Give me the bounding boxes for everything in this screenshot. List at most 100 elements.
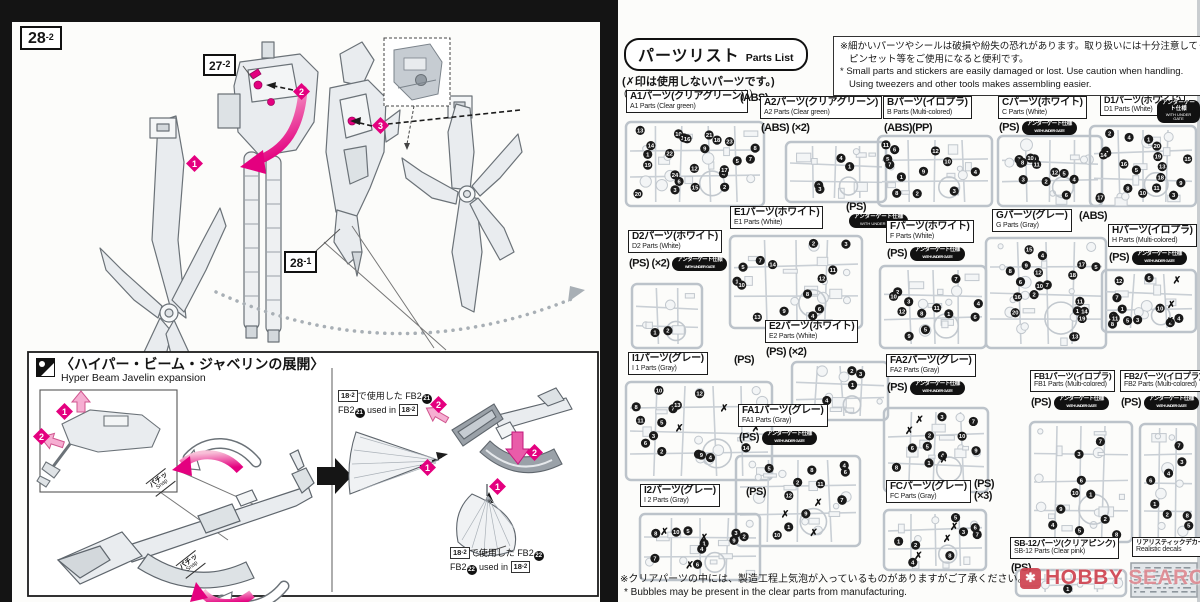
svg-text:✗: ✗	[940, 454, 948, 465]
svg-text:4: 4	[941, 454, 945, 460]
part-name-en: FA1 Parts (Gray)	[742, 416, 792, 424]
svg-text:8: 8	[1115, 533, 1119, 539]
svg-text:✗: ✗	[810, 528, 818, 539]
expansion-title-en: Hyper Beam Javelin expansion	[61, 372, 206, 384]
svg-text:13: 13	[674, 403, 681, 409]
svg-text:17: 17	[1078, 263, 1084, 269]
part-name-en: D1 Parts (White)	[1104, 105, 1153, 113]
svg-text:19: 19	[1155, 155, 1162, 161]
svg-text:7: 7	[840, 498, 843, 504]
part-name-en: D2 Parts (White)	[632, 242, 681, 250]
svg-text:5: 5	[736, 159, 740, 165]
svg-text:2: 2	[660, 449, 663, 455]
svg-text:5: 5	[660, 421, 664, 427]
svg-text:10: 10	[1072, 491, 1078, 497]
svg-text:3: 3	[1180, 460, 1184, 466]
svg-text:12: 12	[691, 166, 697, 172]
svg-text:11: 11	[1112, 316, 1119, 322]
svg-text:4: 4	[1127, 135, 1131, 141]
svg-text:8: 8	[1021, 160, 1025, 166]
svg-text:1: 1	[646, 152, 650, 158]
callout-diamond-2: 2	[430, 396, 447, 413]
svg-text:2: 2	[914, 543, 917, 549]
svg-text:✗: ✗	[660, 527, 668, 538]
part-label-D2: D2パーツ(ホワイト)D2 Parts (White)	[628, 230, 722, 254]
pink-arrow-up	[70, 390, 92, 413]
part-name-jp: FA1パーツ(グレー)	[742, 405, 824, 416]
runner-D1: 1234567891011121314151617181920	[1088, 124, 1198, 208]
svg-text:7: 7	[653, 556, 656, 562]
part-material-I1: (PS)	[734, 354, 755, 366]
part-label-A2: A2パーツ(クリアグリーン)A2 Parts (Clear green)	[760, 96, 883, 120]
part-label-FA2: FA2パーツ(グレー)FA2 Parts (Gray)	[886, 354, 976, 378]
svg-text:11: 11	[830, 268, 837, 274]
watermark-logo-icon: ✱	[1020, 567, 1041, 589]
part-name-jp: SB-12パーツ(クリアピンク)	[1014, 538, 1116, 548]
svg-text:6: 6	[1147, 276, 1151, 282]
svg-text:14: 14	[743, 446, 750, 452]
svg-text:16: 16	[684, 137, 691, 143]
part-material-E1: (PS)	[846, 201, 867, 213]
part-name-en: F Parts (White)	[890, 232, 935, 240]
pink-arrow-down	[504, 431, 530, 465]
svg-text:10: 10	[890, 294, 896, 300]
svg-text:7: 7	[976, 532, 979, 538]
svg-text:6: 6	[1080, 478, 1084, 484]
svg-text:12: 12	[899, 310, 905, 316]
svg-text:1: 1	[1089, 492, 1093, 498]
svg-text:20: 20	[635, 192, 641, 198]
svg-text:✗: ✗	[1173, 275, 1181, 286]
svg-text:19: 19	[1079, 316, 1086, 322]
svg-text:16: 16	[1014, 295, 1021, 301]
svg-text:14: 14	[648, 144, 655, 150]
svg-text:18: 18	[1070, 273, 1077, 279]
svg-text:9: 9	[732, 538, 736, 544]
magnify-leader-lines	[323, 225, 447, 351]
part-name-jp: D2パーツ(ホワイト)	[632, 231, 718, 242]
wing-binder-right	[401, 95, 523, 313]
svg-text:4: 4	[825, 399, 829, 405]
svg-text:4: 4	[843, 463, 847, 469]
svg-text:1: 1	[947, 312, 951, 318]
svg-text:✗: ✗	[943, 534, 951, 545]
svg-text:1: 1	[900, 175, 904, 181]
svg-text:2: 2	[850, 369, 853, 375]
part-name-en: E2 Parts (White)	[769, 332, 818, 340]
svg-text:9: 9	[804, 512, 808, 518]
svg-text:4: 4	[1041, 254, 1045, 260]
svg-text:10: 10	[774, 533, 780, 539]
svg-text:6: 6	[844, 470, 848, 476]
svg-text:21: 21	[706, 133, 713, 139]
svg-text:2: 2	[812, 241, 815, 247]
svg-text:14: 14	[1100, 153, 1107, 159]
svg-text:11: 11	[1034, 162, 1041, 168]
svg-text:7: 7	[749, 157, 752, 163]
svg-text:12: 12	[1116, 279, 1122, 285]
svg-text:✗: ✗	[814, 498, 822, 509]
callout-diamond-1: 1	[419, 459, 436, 476]
svg-text:7: 7	[1177, 444, 1180, 450]
part-material-FC: (PS)(×3)	[974, 478, 995, 502]
svg-text:2: 2	[742, 535, 745, 541]
callout-diamond-2: 2	[526, 444, 543, 461]
svg-text:5: 5	[1094, 265, 1098, 271]
svg-text:3: 3	[818, 187, 822, 193]
svg-text:5: 5	[1135, 168, 1139, 174]
svg-text:6: 6	[677, 179, 681, 185]
svg-text:✗: ✗	[950, 522, 958, 533]
parts-list-title-jp: パーツリスト	[638, 48, 740, 65]
watermark-text: HOBBYSEARCH	[1045, 566, 1200, 589]
svg-text:17: 17	[721, 168, 727, 174]
bubbles-note-en: * Bubbles may be present in the clear pa…	[624, 587, 907, 598]
part-material-E2: (PS) (×2)	[766, 346, 807, 358]
svg-text:✗: ✗	[686, 560, 694, 571]
svg-text:6: 6	[893, 148, 897, 154]
callout-diamond-3: 3	[372, 117, 389, 134]
svg-text:6: 6	[696, 562, 700, 568]
javelin-head-section	[451, 387, 573, 474]
svg-text:1: 1	[1153, 502, 1157, 508]
